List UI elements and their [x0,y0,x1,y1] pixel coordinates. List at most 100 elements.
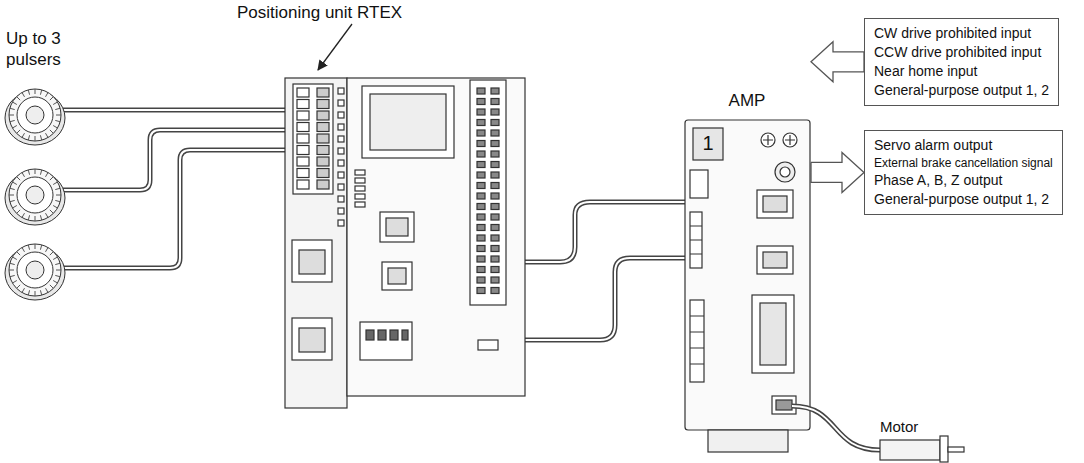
pulser-knob [17,252,21,256]
pulser-knob [12,182,16,185]
pulser-knob [40,245,41,250]
pulser-knob [53,182,57,185]
positioning-unit [491,267,499,273]
pulser-knob [40,215,41,220]
pulser-knob [35,244,36,249]
positioning-unit [478,340,498,350]
positioning-unit [317,169,329,178]
signal-name: Servo alarm output [874,136,1053,155]
pulser-knob [10,200,15,201]
pulser-knob [17,177,21,181]
positioning-unit [292,240,332,282]
pulser-knob [22,213,25,217]
pulser-knob [17,285,21,289]
signal-name: Near home input [874,62,1049,81]
pulser-knob [12,257,16,260]
pulser-knob [53,126,57,129]
pulser-knob [26,186,44,204]
positioning-unit [477,288,485,294]
positioning-unit [338,172,344,178]
pulser-knob [17,97,21,101]
servo-amplifier [690,212,702,268]
positioning-unit [347,78,525,396]
pulser-knob [35,136,36,141]
positioning-unit [477,109,485,115]
signal-box: CW drive prohibited inputCCW drive prohi… [864,18,1059,106]
servo-amplifier [690,170,708,198]
positioning-unit [477,267,485,273]
pulser-knob [56,270,61,271]
servo-amplifier [761,133,775,147]
positioning-unit [491,130,499,136]
pulser-knob [17,130,21,134]
positioning-unit [317,134,329,143]
positioning-unit [338,88,344,94]
positioning-unit [378,330,386,340]
signal-name: CCW drive prohibited input [874,43,1049,62]
positioning-unit [477,88,485,94]
part-label: Motor [880,418,918,437]
servo-amplifier [760,303,786,365]
signal-name: General-purpose output 1, 2 [874,81,1049,100]
pulser-knob [50,97,54,101]
pulser-knob [40,170,41,175]
pulser-knob [53,257,57,260]
pulser-knob [9,115,14,116]
pulser-knob [22,247,25,251]
pulser-knob [26,106,44,124]
servo-amplifier [785,135,795,145]
positioning-unit [491,204,499,210]
pulser-knob [40,290,41,295]
pulser-wire [62,109,300,111]
servo-amplifier [693,128,723,160]
positioning-unit [285,78,347,408]
pulser-knob [28,245,29,250]
pulser-knob [17,177,53,213]
positioning-unit [491,288,499,294]
pulser-wire [62,150,300,268]
positioning-unit [477,141,485,147]
positioning-unit [390,330,398,340]
servo-amplifier [708,430,788,452]
positioning-unit [370,94,446,150]
positioning-unit [292,318,332,360]
pulser-knob [40,135,41,140]
positioning-unit [297,134,309,143]
motor [792,406,880,450]
servo-amplifier [685,120,810,430]
pulser-knob [50,130,54,134]
pulser-knob [22,133,25,137]
positioning-unit [477,183,485,189]
pulser-knob [22,92,25,96]
positioning-unit [297,169,309,178]
pulser-knob [53,102,57,105]
pulser-wire [62,110,300,268]
motor [880,440,940,460]
servo-amplifier [780,167,790,177]
pulser-knob [12,281,16,284]
positioning-unit [299,250,325,274]
pulser-knob [35,169,36,174]
positioning-unit [362,86,454,158]
pulser-knob [26,261,44,279]
amplifier-node: AMP [683,90,811,458]
pulser-knob [35,89,36,94]
motor [948,447,964,452]
servo-amplifier [763,135,773,145]
part-label: Positioning unit RTEX [237,2,402,23]
positioning-unit [491,277,499,283]
positioning-unit [317,180,329,189]
positioning-unit [297,88,329,189]
positioning-unit [317,157,329,166]
positioning-unit [380,212,414,242]
pulser-knob [53,281,57,284]
positioning-unit [338,124,344,130]
positioning-unit [477,162,485,168]
positioning-unit [297,157,309,166]
pulser-knob [50,210,54,214]
pulser-knob [56,115,61,116]
positioning-unit [491,256,499,262]
positioning-unit [366,330,374,340]
servo-amplifier [690,316,704,364]
